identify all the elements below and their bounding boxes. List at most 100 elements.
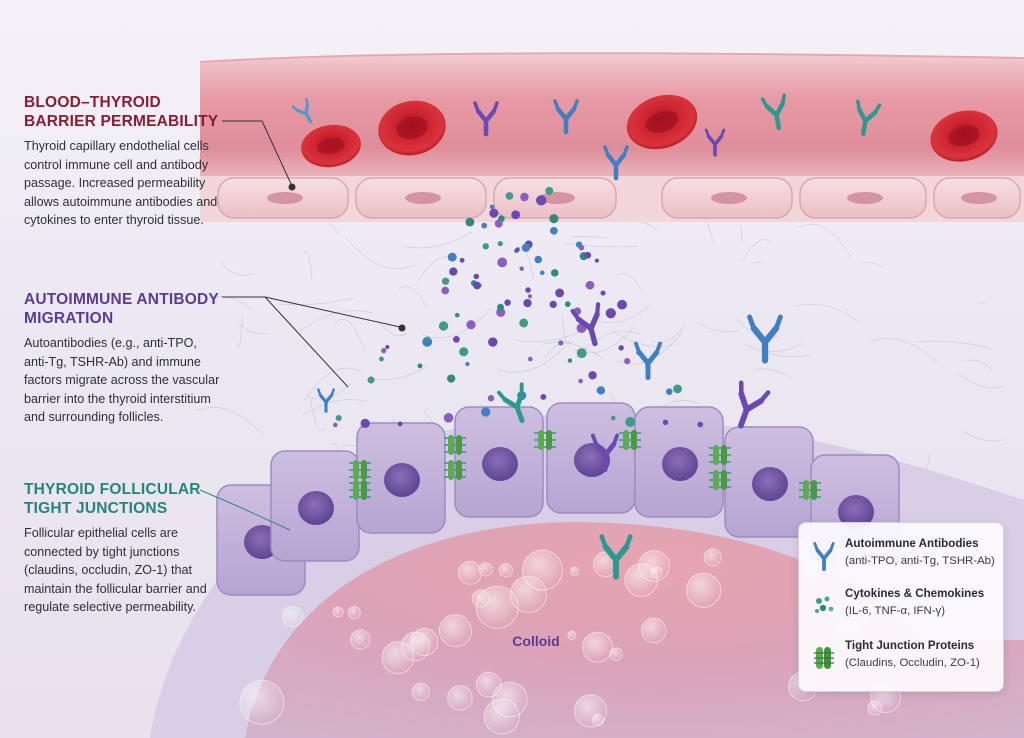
cytokine-particle	[482, 243, 489, 250]
annotation-blood-thyroid-barrier: BLOOD–THYROID BARRIER PERMEABILITY Thyro…	[24, 93, 224, 230]
cytokine-particle	[523, 298, 532, 308]
endothelial-nucleus	[847, 192, 883, 204]
legend-subtitle: (anti-TPO, anti-Tg, TSHR-Ab)	[845, 555, 995, 567]
cytokine-particle	[697, 421, 704, 428]
cytokine-particle	[515, 247, 520, 252]
annotation-title: THYROID FOLLICULAR TIGHT JUNCTIONS	[24, 480, 224, 518]
legend-title: Tight Junction Proteins	[845, 639, 975, 652]
cytokine-particle	[536, 195, 547, 206]
title-line: MIGRATION	[24, 310, 114, 327]
cytokine-particle	[550, 226, 558, 235]
colloid-bubble	[685, 572, 722, 608]
cytokine-particle	[585, 280, 595, 290]
colloid-bubble	[475, 671, 502, 698]
endothelial-nucleus	[267, 192, 303, 204]
annotation-title: AUTOIMMUNE ANTIBODY MIGRATION	[24, 290, 224, 328]
cytokine-particle	[605, 308, 616, 319]
colloid-bubble	[350, 629, 371, 650]
cytokine-particle	[665, 388, 673, 395]
cytokine-particle	[489, 208, 499, 218]
title-line: AUTOIMMUNE ANTIBODY	[24, 291, 219, 308]
colloid-bubble	[498, 563, 513, 578]
cytokine-particle	[452, 335, 460, 343]
legend-subtitle: (IL-6, TNF-α, IFN-γ)	[845, 605, 946, 617]
leader-line-migration-branch	[264, 296, 401, 328]
cytokine-particle	[520, 192, 529, 202]
legend-item-tight-junctions: Tight Junction Proteins (Claudins, Occlu…	[809, 639, 999, 681]
cytokine-particle	[385, 345, 390, 350]
cytokine-particle	[425, 336, 430, 341]
tight-junction	[618, 429, 642, 451]
cytokine-particle	[360, 418, 370, 429]
cytokine-particle	[438, 321, 449, 331]
colloid-bubble	[347, 606, 361, 620]
cytokine-particle	[473, 281, 481, 290]
cytokine-particle	[617, 299, 627, 310]
title-line: THYROID FOLLICULAR	[24, 481, 201, 498]
cytokine-particle	[465, 217, 475, 227]
cell-nucleus	[482, 447, 518, 481]
cytokine-particle	[454, 312, 460, 318]
cell-nucleus	[752, 467, 788, 501]
colloid-bubble	[483, 698, 520, 735]
cytokine-particle	[417, 363, 423, 369]
colloid-bubble	[458, 560, 482, 585]
cytokine-particle	[575, 241, 583, 248]
cytokine-particle	[594, 258, 599, 263]
colloid-bubble	[332, 606, 344, 618]
colloid-bubble	[867, 700, 883, 716]
colloid-bubble	[574, 694, 608, 728]
title-line: BARRIER PERMEABILITY	[24, 113, 219, 130]
red-blood-cell	[301, 124, 361, 168]
cytokine-particle	[555, 288, 565, 298]
cytokine-particle	[473, 273, 480, 280]
cytokine-particle	[584, 251, 592, 259]
cell-nucleus	[838, 495, 874, 529]
leader-dot-barrier	[288, 183, 296, 191]
cytokine-particle	[567, 358, 573, 363]
cytokine-particle	[549, 214, 559, 224]
cytokine-particle	[600, 290, 606, 296]
cytokine-particle	[465, 361, 470, 367]
cytokine-particle	[367, 376, 375, 384]
leader-lines	[199, 120, 406, 531]
cytokine-particle	[441, 286, 450, 295]
annotation-tight-junctions: THYROID FOLLICULAR TIGHT JUNCTIONS Folli…	[24, 480, 224, 617]
tight-junction	[708, 469, 732, 491]
cytokine-particle	[487, 394, 495, 402]
cytokine-particle	[558, 340, 564, 346]
cytokine-particle	[539, 270, 545, 276]
tight-junction	[798, 479, 822, 501]
cytokine-particle	[481, 222, 488, 229]
colloid-bubble	[569, 566, 579, 576]
cytokine-particle	[564, 301, 571, 308]
cytokine-particle	[519, 318, 529, 328]
leader-line-junctions	[199, 489, 291, 531]
cytokine-dots-icon	[815, 596, 834, 613]
cytokine-particle	[449, 267, 458, 276]
cytokine-particle	[550, 269, 559, 277]
cytokine-particle	[397, 421, 403, 427]
cytokine-particle	[528, 356, 533, 362]
colloid-label: Colloid	[512, 633, 560, 649]
cytokine-particle	[459, 347, 469, 357]
cytokine-particle	[534, 255, 542, 264]
cytokine-particle	[540, 394, 547, 400]
title-line: BLOOD–THYROID	[24, 94, 161, 111]
tight-junction	[348, 479, 372, 501]
tight-junction	[443, 434, 467, 456]
colloid-bubble	[447, 685, 473, 711]
cytokine-particle	[422, 336, 433, 347]
cytokine-particle	[381, 347, 387, 354]
cytokine-particle	[624, 358, 631, 365]
cytokine-particle	[673, 384, 682, 394]
endothelial-nucleus	[405, 192, 441, 204]
colloid-bubble	[410, 627, 439, 656]
red-blood-cell	[930, 110, 998, 162]
cytokine-particle	[596, 386, 606, 395]
cytokine-particle	[505, 192, 514, 200]
tight-junction	[708, 444, 732, 466]
cytokine-particle	[527, 294, 533, 299]
cytokine-particle	[497, 303, 505, 311]
